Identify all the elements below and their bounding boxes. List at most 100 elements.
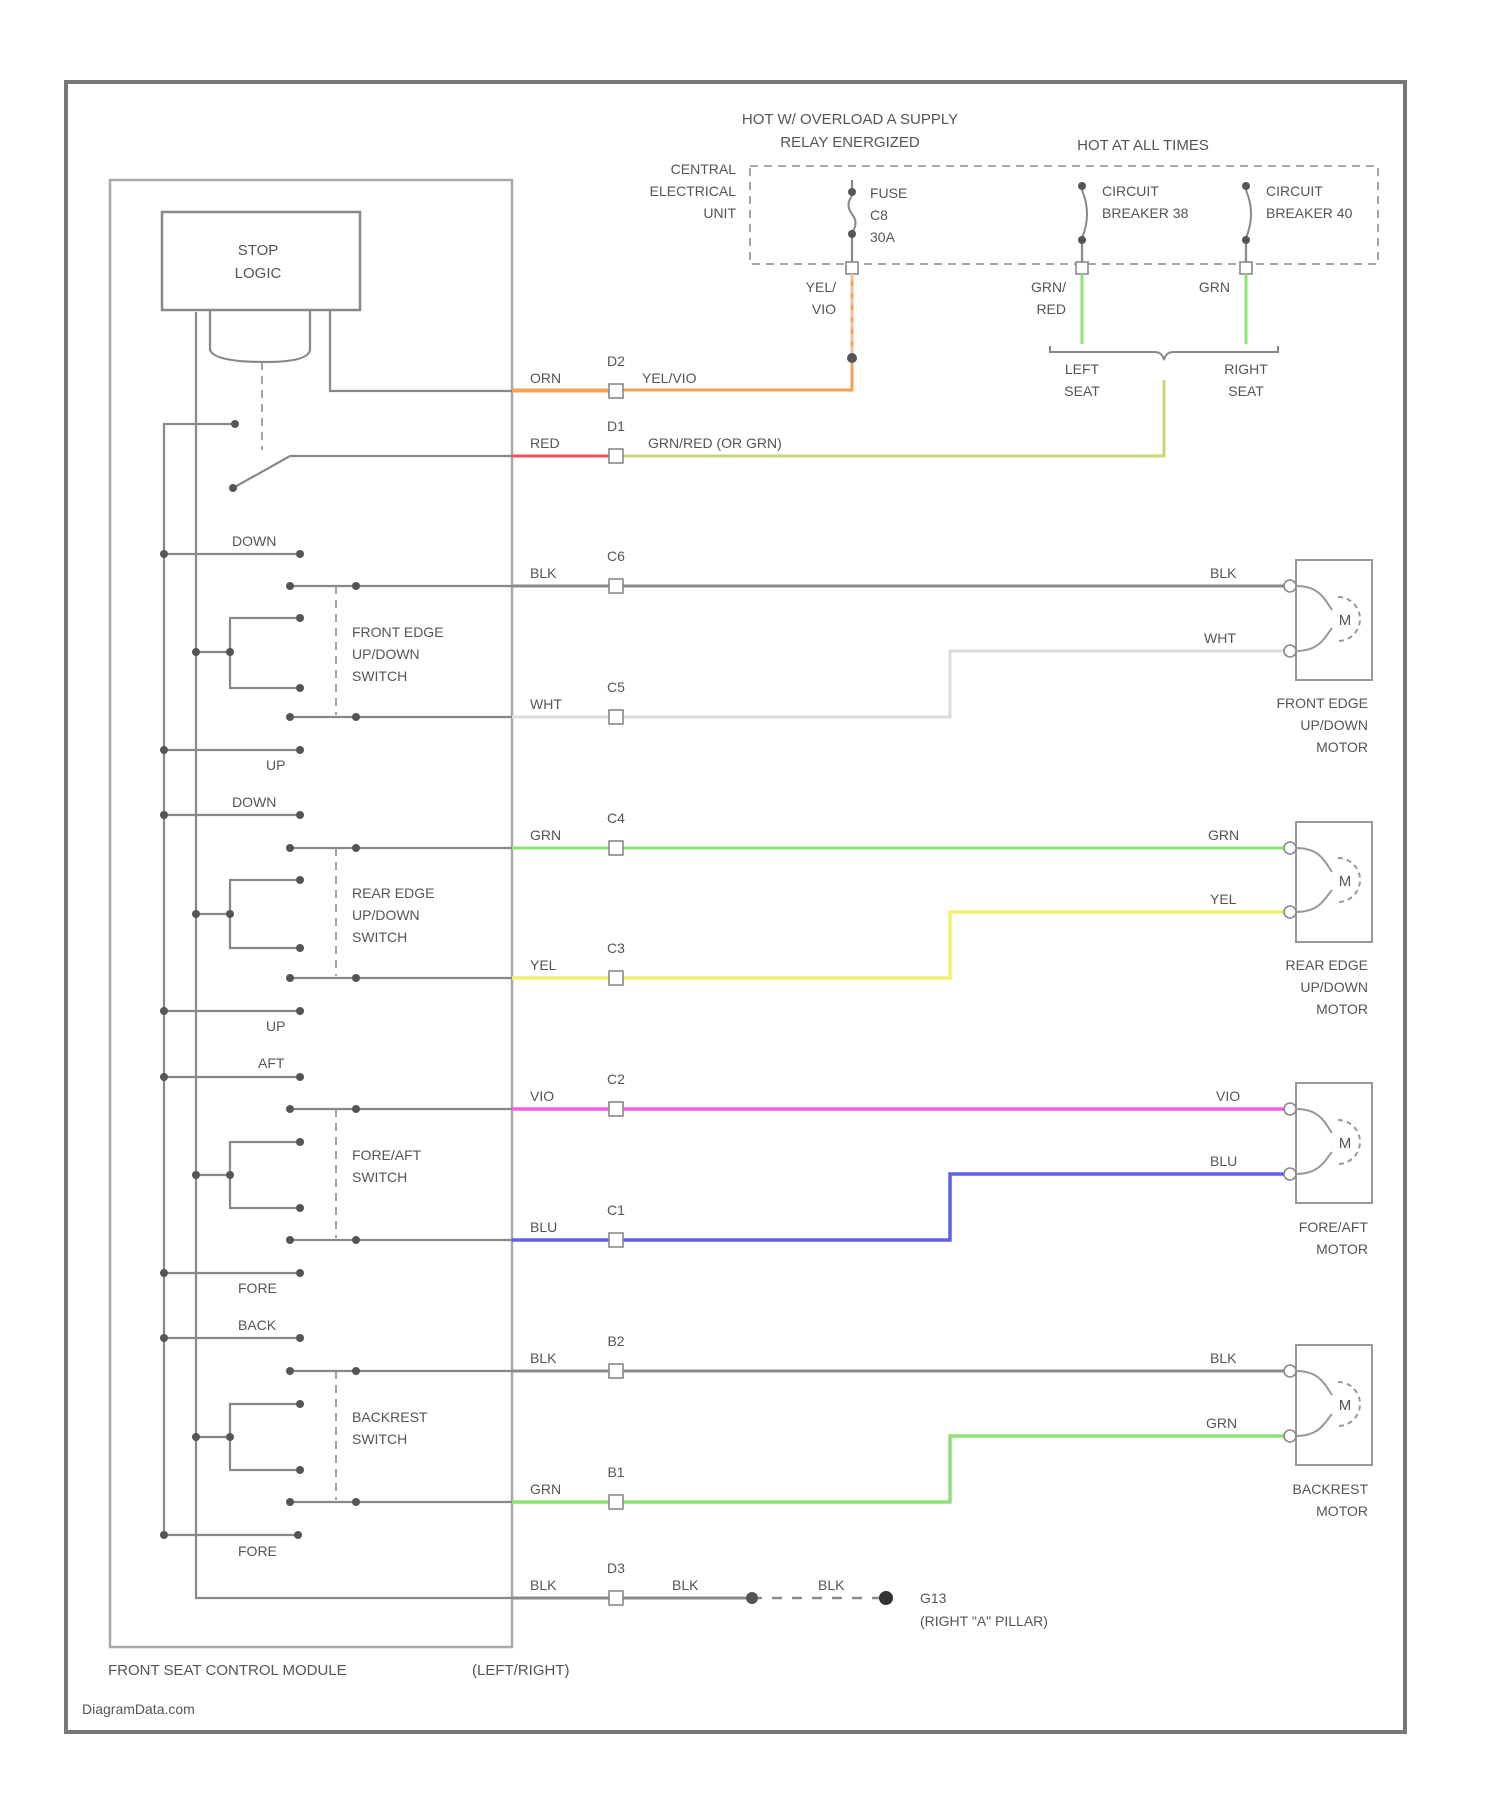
wire-label-blk-1: BLK xyxy=(530,565,557,581)
fore-aft-motor-m: M xyxy=(1339,1135,1352,1152)
backrest-motor-label-2: MOTOR xyxy=(1316,1503,1368,1519)
rear-edge-switch-group xyxy=(160,811,512,1015)
wire-label-yel-vio-1: YEL/ xyxy=(806,279,836,295)
label-up-1: UP xyxy=(266,757,285,773)
stop-logic-box xyxy=(162,212,360,310)
watermark: DiagramData.com xyxy=(82,1701,195,1717)
wire-label-blk-1-right: BLK xyxy=(1210,565,1237,581)
rear-edge-switch-label-2: UP/DOWN xyxy=(352,907,420,923)
ceu-label-3: UNIT xyxy=(703,205,736,221)
backrest-switch-group xyxy=(160,1334,512,1539)
wire-label-grn-2: GRN xyxy=(530,1481,561,1497)
wire-label-yel-1-right: YEL xyxy=(1210,891,1237,907)
wire-label-red: RED xyxy=(530,435,560,451)
cb40-label-1: CIRCUIT xyxy=(1266,183,1323,199)
wire-label-grn-1: GRN xyxy=(530,827,561,843)
wire-label-vio-1: VIO xyxy=(530,1088,554,1104)
stop-logic-label-1: STOP xyxy=(238,242,279,259)
label-down-2: DOWN xyxy=(232,794,276,810)
circuit-breaker-38 xyxy=(1078,182,1087,264)
front-edge-motor-m: M xyxy=(1339,612,1352,629)
rear-edge-motor-m: M xyxy=(1339,873,1352,890)
module-title: FRONT SEAT CONTROL MODULE xyxy=(108,1662,347,1679)
cb40-label-2: BREAKER 40 xyxy=(1266,205,1353,221)
fore-aft-motor: M xyxy=(1284,1083,1372,1203)
module-side-label: (LEFT/RIGHT) xyxy=(472,1662,570,1679)
relay-contact-bottom xyxy=(229,484,237,492)
wire-label-wht-1-right: WHT xyxy=(1204,630,1236,646)
ceu-label-1: CENTRAL xyxy=(671,161,737,177)
fuse-label-3: 30A xyxy=(870,229,896,245)
cb38-label-1: CIRCUIT xyxy=(1102,183,1159,199)
stop-logic-label-2: LOGIC xyxy=(235,265,282,282)
connector-c4: C4 xyxy=(607,810,625,826)
backrest-switch-label-1: BACKREST xyxy=(352,1409,428,1425)
connector-c2: C2 xyxy=(607,1071,625,1087)
left-seat-label-2: SEAT xyxy=(1064,383,1100,399)
hot-overload-note-1: HOT W/ OVERLOAD A SUPPLY xyxy=(742,111,958,128)
relay-contact-top xyxy=(231,420,239,428)
wire-label-grn-red-or-grn: GRN/RED (OR GRN) xyxy=(648,435,782,451)
connector-c1: C1 xyxy=(607,1202,625,1218)
front-edge-switch-label-1: FRONT EDGE xyxy=(352,624,444,640)
wire-label-grn-2-right: GRN xyxy=(1206,1415,1237,1431)
rear-edge-switch-label-3: SWITCH xyxy=(352,929,407,945)
front-edge-switch-group xyxy=(160,550,512,754)
connector-c5: C5 xyxy=(607,679,625,695)
fuse-label-1: FUSE xyxy=(870,185,907,201)
wire-label-vio-1-right: VIO xyxy=(1216,1088,1240,1104)
connector-b2: B2 xyxy=(607,1333,624,1349)
wire-label-grn-red-2: RED xyxy=(1036,301,1066,317)
splice-ground xyxy=(746,1592,758,1604)
right-seat-label-2: SEAT xyxy=(1228,383,1264,399)
circuit-breaker-40 xyxy=(1242,182,1251,264)
right-seat-label-1: RIGHT xyxy=(1224,361,1268,377)
backrest-motor: M xyxy=(1284,1345,1372,1465)
fore-aft-switch-group xyxy=(160,1073,512,1277)
fore-aft-motor-label-2: MOTOR xyxy=(1316,1241,1368,1257)
relay-contact-arm xyxy=(233,456,290,488)
backrest-switch-label-2: SWITCH xyxy=(352,1431,407,1447)
wire-label-blu-1-right: BLU xyxy=(1210,1153,1237,1169)
hot-overload-note-2: RELAY ENERGIZED xyxy=(780,134,920,151)
wire-label-blk-2-right: BLK xyxy=(1210,1350,1237,1366)
connector-c3: C3 xyxy=(607,940,625,956)
ground-location: (RIGHT "A" PILLAR) xyxy=(920,1613,1048,1629)
front-edge-motor-label-3: MOTOR xyxy=(1316,739,1368,755)
stop-logic-feed xyxy=(330,310,512,391)
wire-grn-b1 xyxy=(512,1436,1290,1502)
cb38-label-2: BREAKER 38 xyxy=(1102,205,1189,221)
connector-d2: D2 xyxy=(607,353,625,369)
wire-label-grn-red-1: GRN/ xyxy=(1031,279,1066,295)
fuse-label-2: C8 xyxy=(870,207,888,223)
fore-aft-switch-label-2: SWITCH xyxy=(352,1169,407,1185)
stop-logic-bracket xyxy=(210,310,310,362)
label-fore-2: FORE xyxy=(238,1543,277,1559)
front-edge-motor: M xyxy=(1284,560,1372,680)
rear-edge-motor-label-1: REAR EDGE xyxy=(1286,957,1368,973)
wire-label-yel-vio-2: VIO xyxy=(812,301,836,317)
fuse-c8 xyxy=(848,180,856,264)
connector-terminals xyxy=(609,384,623,1605)
wire-label-yel-vio: YEL/VIO xyxy=(642,370,697,386)
left-bus-outer xyxy=(164,424,298,1535)
front-edge-motor-label-2: UP/DOWN xyxy=(1300,717,1368,733)
wire-blu-c1 xyxy=(512,1174,1290,1240)
connector-d1: D1 xyxy=(607,418,625,434)
ground-id: G13 xyxy=(920,1590,947,1606)
label-back: BACK xyxy=(238,1317,277,1333)
wire-label-orn: ORN xyxy=(530,370,561,386)
backrest-motor-label-1: BACKREST xyxy=(1293,1481,1369,1497)
front-edge-switch-label-2: UP/DOWN xyxy=(352,646,420,662)
wire-label-blk-3c: BLK xyxy=(818,1577,845,1593)
front-edge-motor-label-1: FRONT EDGE xyxy=(1276,695,1368,711)
connector-d3: D3 xyxy=(607,1560,625,1576)
connector-b1: B1 xyxy=(607,1464,624,1480)
rear-edge-switch-label-1: REAR EDGE xyxy=(352,885,434,901)
wire-label-blk-3b: BLK xyxy=(672,1577,699,1593)
outer-frame xyxy=(66,82,1405,1732)
wire-label-wht-1: WHT xyxy=(530,696,562,712)
backrest-motor-m: M xyxy=(1339,1397,1352,1414)
label-down-1: DOWN xyxy=(232,533,276,549)
